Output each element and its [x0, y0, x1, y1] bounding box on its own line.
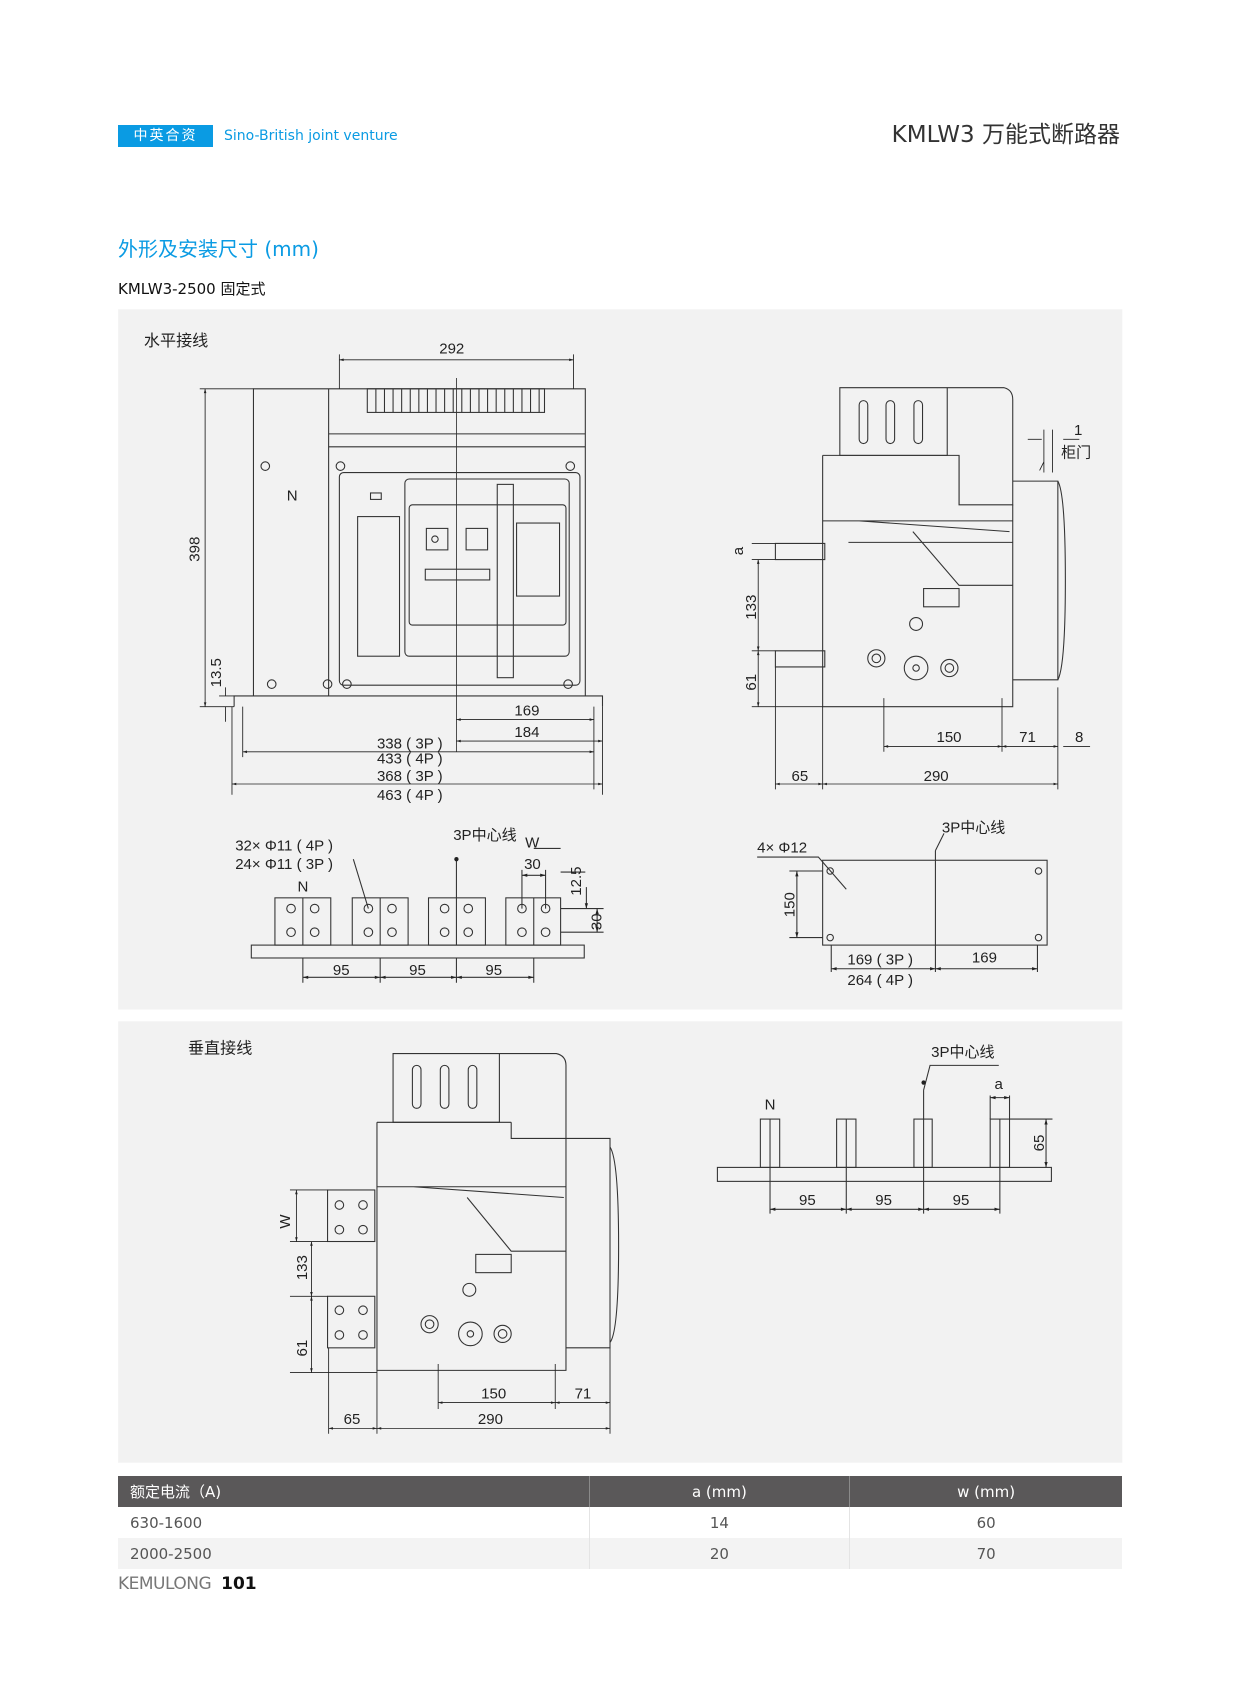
- side-labels-vertical: W 133 61 150 71 65 290: [277, 1214, 591, 1428]
- page-footer: KEMULONG 101: [118, 1574, 257, 1594]
- dimension-label: 169 ( 3P ): [847, 951, 913, 968]
- side-view-vertical: [327, 1053, 620, 1371]
- product-title: KMLW3 万能式断路器: [891, 122, 1120, 148]
- dimension-label: 264 ( 4P ): [847, 972, 913, 989]
- table-header-row: 额定电流（A) a (mm) w (mm): [118, 1476, 1122, 1507]
- svg-text:12.5: 12.5: [568, 866, 585, 895]
- svg-text:95: 95: [485, 962, 502, 979]
- dimension-label: 65: [792, 768, 809, 785]
- dimension-label: 1: [1074, 422, 1082, 439]
- dimension-label: 398: [187, 537, 204, 562]
- dimension-label: 338 ( 3P ): [377, 736, 443, 753]
- svg-text:95: 95: [409, 962, 426, 979]
- cell-w: 70: [849, 1538, 1122, 1569]
- dimension-label: N: [287, 487, 298, 504]
- svg-text:150: 150: [481, 1385, 506, 1402]
- svg-text:W: W: [277, 1214, 294, 1229]
- busbar-view-horizontal: [250, 847, 604, 983]
- side-dimension-labels: 1 柜门 a 133 61 150 71 8 65 290: [730, 422, 1091, 785]
- svg-text:3P中心线: 3P中心线: [453, 827, 516, 844]
- svg-text:95: 95: [333, 962, 350, 979]
- jv-badge: 中英合资: [118, 125, 213, 147]
- section-title: 外形及安装尺寸 (mm): [118, 237, 319, 261]
- vertical-label: 垂直接线: [188, 1040, 252, 1058]
- side-view-horizontal: [774, 387, 1066, 708]
- table-row: 630-1600 14 60: [118, 1507, 1122, 1538]
- side-dimensions-horizontal: [751, 429, 1091, 790]
- front-dimension-labels: 292 398 13.5 N 169 184 338 ( 3P ) 433 ( …: [187, 340, 540, 804]
- table-row: 2000-2500 20 70: [118, 1538, 1122, 1569]
- busbar-labels-vertical: 3P中心线 N a 65 95 95 95: [765, 1044, 1048, 1209]
- svg-text:95: 95: [875, 1192, 892, 1209]
- svg-text:95: 95: [953, 1192, 970, 1209]
- dimension-label: 133: [743, 595, 760, 620]
- svg-text:30: 30: [524, 856, 541, 873]
- dimension-label: 169: [972, 949, 997, 966]
- col-a: a (mm): [588, 1476, 850, 1507]
- vertical-panel: [118, 1021, 1123, 1463]
- dimension-label: 61: [743, 674, 760, 691]
- horizontal-label: 水平接线: [144, 332, 208, 350]
- dimension-label: 150: [782, 892, 799, 917]
- svg-text:65: 65: [1031, 1135, 1048, 1152]
- front-view: [233, 378, 604, 752]
- dimension-label: 3P中心线: [942, 819, 1005, 836]
- dimension-label: 463 ( 4P ): [377, 787, 443, 804]
- cell-a: 20: [588, 1538, 850, 1569]
- svg-text:133: 133: [294, 1255, 311, 1280]
- cell-current: 2000-2500: [118, 1538, 590, 1569]
- brand-name: KEMULONG: [118, 1574, 212, 1594]
- busbar-labels-horizontal: 32× Φ11 ( 4P ) 24× Φ11 ( 3P ) N 3P中心线 W …: [235, 827, 605, 979]
- dimension-label: 169: [514, 702, 539, 719]
- cell-current: 630-1600: [130, 1513, 203, 1532]
- dimension-label: 368 ( 3P ): [377, 768, 443, 785]
- busbar-view-vertical: [716, 1064, 1053, 1214]
- dimension-label: 71: [1019, 729, 1036, 746]
- horizontal-panel: [118, 309, 1123, 1010]
- cell-w: 60: [849, 1507, 1122, 1538]
- cell-a: 14: [588, 1507, 850, 1538]
- dimension-label: 290: [924, 768, 949, 785]
- jv-label: Sino-British joint venture: [224, 128, 398, 144]
- svg-text:N: N: [765, 1096, 776, 1113]
- col-rated-current: 额定电流（A): [118, 1476, 590, 1507]
- svg-text:N: N: [297, 878, 308, 895]
- svg-text:290: 290: [478, 1411, 503, 1428]
- dimension-label: 184: [514, 724, 539, 741]
- dimension-label: 8: [1075, 729, 1083, 746]
- mounting-view: [757, 833, 1048, 972]
- front-dimensions: [199, 354, 603, 795]
- svg-text:a: a: [994, 1076, 1003, 1093]
- dimension-label: 292: [439, 340, 464, 357]
- dimension-label: 433 ( 4P ): [377, 751, 443, 768]
- svg-text:W: W: [525, 834, 540, 851]
- model-subtitle: KMLW3-2500 固定式: [118, 280, 266, 298]
- dimension-table: 额定电流（A) a (mm) w (mm) 630-1600 14 60 200…: [118, 1476, 1122, 1569]
- svg-text:65: 65: [344, 1411, 361, 1428]
- mounting-labels: 4× Φ12 3P中心线 150 169 ( 3P ) 264 ( 4P ) 1…: [757, 819, 1005, 989]
- col-w: w (mm): [849, 1476, 1122, 1507]
- svg-text:32× Φ11 ( 4P ): 32× Φ11 ( 4P ): [235, 838, 333, 855]
- svg-text:61: 61: [294, 1340, 311, 1357]
- svg-text:71: 71: [575, 1385, 592, 1402]
- dimension-label: 13.5: [208, 658, 225, 687]
- dimension-label: 150: [936, 729, 961, 746]
- dimension-label: 柜门: [1061, 445, 1091, 462]
- side-dimensions-vertical: [289, 1189, 611, 1434]
- svg-text:30: 30: [588, 913, 605, 930]
- dimension-label: a: [730, 546, 747, 555]
- page-number: 101: [221, 1574, 257, 1594]
- dimension-label: 4× Φ12: [757, 840, 807, 857]
- svg-text:95: 95: [799, 1192, 816, 1209]
- svg-text:24× Φ11 ( 3P ): 24× Φ11 ( 3P ): [235, 856, 333, 873]
- svg-text:3P中心线: 3P中心线: [931, 1044, 994, 1061]
